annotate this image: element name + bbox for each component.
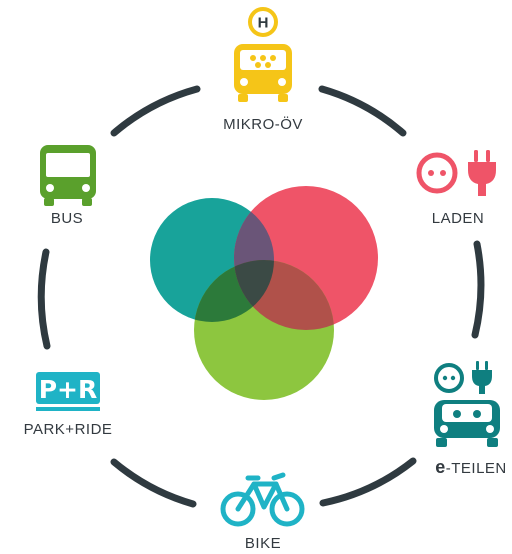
plug-icon <box>468 150 496 196</box>
node-bus: BUS <box>40 145 96 227</box>
node-park-ride: P+R PARK+RIDE <box>24 372 113 438</box>
shuttle-icon <box>234 44 292 102</box>
node-mikro-oev: H MIKRO-ÖV <box>223 7 303 133</box>
socket-plug-icon <box>416 150 496 196</box>
ring-segment-bottom-left <box>110 458 197 508</box>
bicycle-icon <box>220 472 305 527</box>
ring-segment-right <box>471 240 485 339</box>
h-badge-icon: H <box>248 7 278 37</box>
electric-car-icon <box>434 361 500 447</box>
node-laden: LADEN <box>416 150 496 227</box>
label-e-teilen: e-TEILEN <box>435 457 507 477</box>
ring-segment-bottom-right <box>319 457 417 507</box>
venn-overlap-center <box>234 260 274 322</box>
label-bike: BIKE <box>245 535 281 552</box>
ring-segment-top-left <box>110 85 201 137</box>
venn-overlap-red-green <box>234 260 334 330</box>
label-mikro-oev: MIKRO-ÖV <box>223 115 303 133</box>
ring-segment-left <box>37 248 51 350</box>
label-e-prefix: e <box>435 457 446 477</box>
plug-small-icon <box>472 361 492 394</box>
label-laden: LADEN <box>432 210 485 227</box>
socket-icon <box>416 152 458 194</box>
label-e-rest: -TEILEN <box>446 460 507 477</box>
label-park-ride: PARK+RIDE <box>24 421 113 438</box>
car-icon <box>434 400 500 447</box>
socket-small-icon <box>434 363 464 393</box>
ring-segment-top-right <box>318 85 407 137</box>
node-e-teilen: e-TEILEN <box>434 361 507 477</box>
label-bus: BUS <box>51 210 83 227</box>
bus-icon <box>40 145 96 206</box>
ring <box>37 85 485 508</box>
h-badge-label: H <box>258 15 269 32</box>
park-ride-sign-icon: P+R <box>36 372 100 411</box>
node-bike: BIKE <box>220 472 305 552</box>
park-ride-sign-text: P+R <box>39 375 98 404</box>
venn <box>150 186 378 400</box>
